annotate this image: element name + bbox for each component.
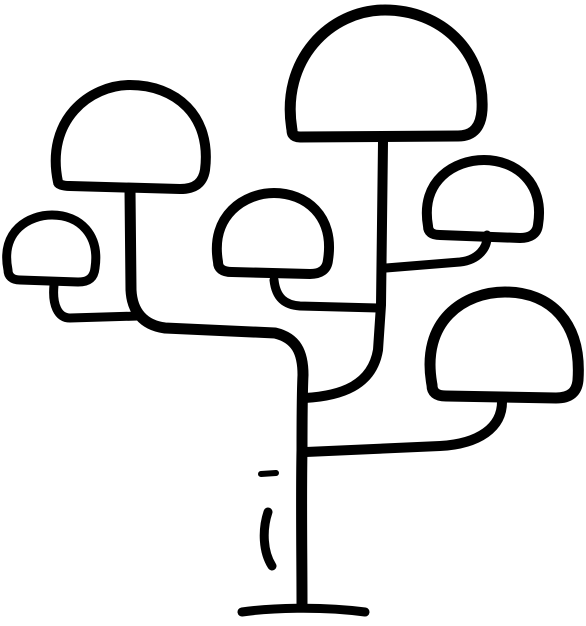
cap-center [211, 188, 335, 279]
trunk [124, 184, 309, 610]
cap-top-center [284, 4, 488, 143]
branch-far-left [49, 280, 143, 323]
branch-center [269, 275, 383, 313]
cap-far-left [2, 210, 101, 287]
cap-upper-left [50, 80, 211, 194]
branch-top-center [300, 137, 388, 403]
branch-lower-right [301, 395, 507, 457]
cap-lower-right [424, 286, 584, 404]
ground-line [237, 603, 370, 617]
brush-mark-splash [259, 507, 277, 571]
brush-strokes [2, 4, 584, 617]
brush-mark-dash [258, 470, 279, 477]
cap-middle-right [421, 155, 545, 243]
